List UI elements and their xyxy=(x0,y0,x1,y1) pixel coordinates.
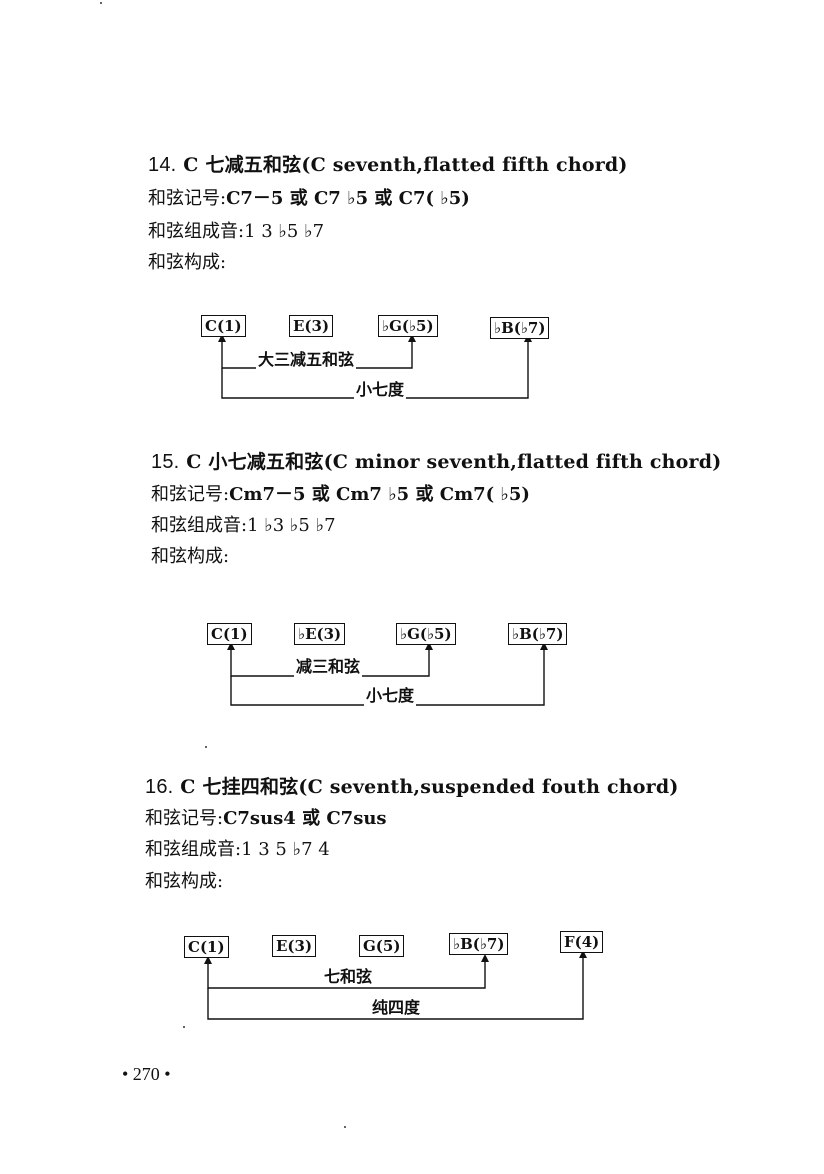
symbol-value: Cm7－5 或 Cm7 ♭5 或 Cm7( ♭5) xyxy=(229,484,530,505)
bracket-label-interval: 纯四度 xyxy=(370,994,423,1018)
chord-symbol-line: 和弦记号:C7sus4 或 C7sus xyxy=(145,804,387,830)
chord-structure-line: 和弦构成: xyxy=(151,542,229,568)
bracket-label-triad: 减三和弦 xyxy=(294,653,363,677)
chord-name-cn: C 七减五和弦 xyxy=(183,154,302,176)
chord-name-cn: C 七挂四和弦 xyxy=(180,776,299,798)
structure-label: 和弦构成: xyxy=(148,252,227,273)
note-box-fifth: ♭G(♭5) xyxy=(396,623,456,645)
scan-speck xyxy=(183,1026,185,1028)
chord-symbol-line: 和弦记号:C7－5 或 C7 ♭5 或 C7( ♭5) xyxy=(148,184,470,210)
chord-name-en: (C seventh,suspended fouth chord) xyxy=(298,776,679,798)
bracket-label-interval: 小七度 xyxy=(364,682,417,706)
symbol-value: C7sus4 或 C7sus xyxy=(223,808,387,829)
note-box-root: C(1) xyxy=(207,623,252,645)
chord-name-en: (C seventh,flatted fifth chord) xyxy=(301,154,628,176)
chord-diagram: C(1) E(3) ♭G(♭5) ♭B(♭7) 大三减五和弦 小七度 xyxy=(0,310,824,450)
note-box-fourth: F(4) xyxy=(560,931,604,953)
chord-symbol-line: 和弦记号:Cm7－5 或 Cm7 ♭5 或 Cm7( ♭5) xyxy=(151,480,530,506)
bracket-label-triad: 大三减五和弦 xyxy=(256,346,357,370)
section-number: 16. xyxy=(145,776,174,798)
section-title: 14. C 七减五和弦(C seventh,flatted fifth chor… xyxy=(148,150,628,177)
bracket-label-triad: 七和弦 xyxy=(322,963,375,987)
tones-value: 1 ♭3 ♭5 ♭7 xyxy=(247,515,336,536)
chord-structure-line: 和弦构成: xyxy=(148,248,226,274)
chord-name-en: (C minor seventh,flatted fifth chord) xyxy=(323,451,722,473)
chord-tones-line: 和弦组成音:1 3 5 ♭7 4̇ xyxy=(145,835,330,861)
note-box-seventh: ♭B(♭7) xyxy=(508,623,568,645)
scan-speck xyxy=(100,2,102,4)
chord-diagram: C(1) ♭E(3) ♭G(♭5) ♭B(♭7) 减三和弦 小七度 xyxy=(0,618,824,758)
chord-name-cn: C 小七减五和弦 xyxy=(186,451,324,473)
bracket-lines xyxy=(204,950,587,1020)
note-box-third: ♭E(3) xyxy=(294,623,346,645)
chord-structure-line: 和弦构成: xyxy=(145,867,223,893)
note-box-fifth: G(5) xyxy=(359,935,405,957)
note-box-third: E(3) xyxy=(272,935,317,957)
tones-label: 和弦组成音: xyxy=(151,515,248,536)
note-box-seventh: ♭B(♭7) xyxy=(490,317,550,339)
scan-speck xyxy=(344,1126,346,1128)
note-box-seventh: ♭B(♭7) xyxy=(449,933,509,955)
tones-value: 1 3 ♭5 ♭7 xyxy=(244,221,325,242)
note-box-fifth: ♭G(♭5) xyxy=(378,315,438,337)
note-box-third: E(3) xyxy=(289,315,334,337)
scan-speck xyxy=(205,746,207,748)
symbol-label: 和弦记号: xyxy=(145,808,224,829)
chord-tones-line: 和弦组成音:1 3 ♭5 ♭7 xyxy=(148,217,324,243)
structure-label: 和弦构成: xyxy=(151,546,230,567)
symbol-label: 和弦记号: xyxy=(151,484,230,505)
symbol-value: C7－5 或 C7 ♭5 或 C7( ♭5) xyxy=(226,188,470,209)
chord-diagram: C(1) E(3) G(5) ♭B(♭7) F(4) 七和弦 纯四度 xyxy=(0,930,824,1070)
structure-label: 和弦构成: xyxy=(145,871,224,892)
section-number: 14. xyxy=(148,154,177,176)
note-box-root: C(1) xyxy=(201,315,246,337)
section-number: 15. xyxy=(151,451,180,473)
page-number: • 270 • xyxy=(122,1064,171,1084)
bracket-label-interval: 小七度 xyxy=(354,376,407,400)
section-title: 16. C 七挂四和弦(C seventh,suspended fouth ch… xyxy=(145,772,679,799)
tones-label: 和弦组成音: xyxy=(148,221,245,242)
symbol-label: 和弦记号: xyxy=(148,188,227,209)
chord-tones-line: 和弦组成音:1 ♭3 ♭5 ♭7 xyxy=(151,511,336,537)
section-title: 15. C 小七减五和弦(C minor seventh,flatted fif… xyxy=(151,447,721,474)
note-box-root: C(1) xyxy=(184,936,229,958)
tones-label: 和弦组成音: xyxy=(145,839,242,860)
tones-value: 1 3 5 ♭7 4̇ xyxy=(241,839,330,860)
